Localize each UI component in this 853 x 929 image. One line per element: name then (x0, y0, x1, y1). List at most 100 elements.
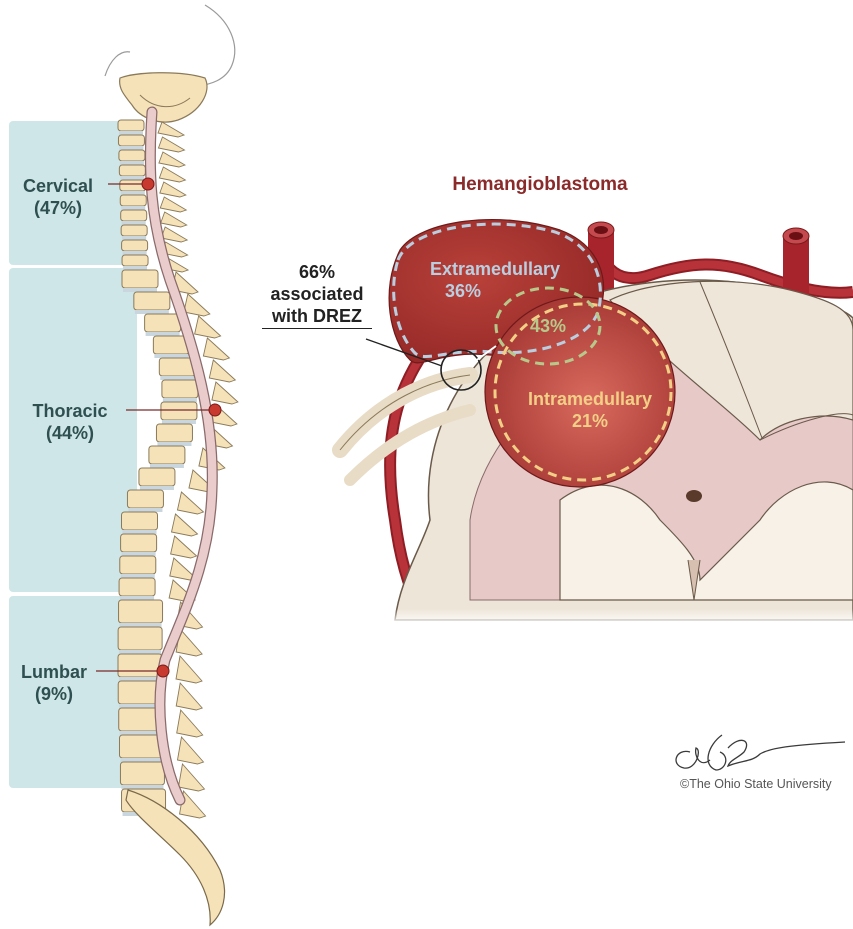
spinous-process (178, 764, 204, 791)
lumbar-name: Lumbar (14, 661, 94, 683)
intervertebral-disc (122, 530, 156, 534)
copyright-text: ©The Ohio State University (680, 773, 850, 795)
intervertebral-disc (150, 464, 184, 468)
vertebra (119, 150, 145, 161)
thoracic-marker-dot (209, 404, 221, 416)
intervertebral-disc (120, 758, 162, 762)
spinous-process (159, 152, 185, 167)
spinous-process (161, 212, 187, 227)
vertebra (119, 600, 163, 623)
intervertebral-disc (119, 677, 161, 681)
vertebra (118, 135, 144, 146)
cervical-percent: (47%) (12, 197, 104, 219)
intervertebral-disc (162, 420, 196, 424)
intervertebral-disc (123, 266, 147, 270)
spinous-process (177, 737, 203, 764)
vertebra (120, 556, 156, 574)
intervertebral-disc (163, 398, 197, 402)
intervertebral-disc (140, 486, 174, 490)
vertebra (120, 195, 146, 206)
spinous-process (159, 167, 185, 182)
sacrum (126, 790, 225, 925)
intervertebral-disc (121, 574, 155, 578)
thoracic-percent: (44%) (18, 422, 122, 444)
intervertebral-disc (120, 731, 162, 735)
thoracic-name: Thoracic (18, 400, 122, 422)
spinous-process (171, 536, 197, 558)
skull-base (120, 73, 207, 122)
vertebra (149, 446, 185, 464)
vertebra (121, 210, 147, 221)
spinous-process (212, 382, 238, 404)
intramedullary-name: Intramedullary (500, 388, 680, 410)
intramedullary-percent: 21% (500, 410, 680, 432)
vertebra (121, 225, 147, 236)
drez-line1: 66% (262, 261, 372, 283)
intervertebral-disc (135, 310, 169, 314)
intervertebral-disc (120, 161, 144, 165)
intervertebral-disc (120, 596, 154, 600)
intervertebral-disc (119, 650, 161, 654)
intervertebral-disc (121, 191, 145, 195)
vertebra (145, 314, 181, 332)
intervertebral-disc (121, 206, 145, 210)
vertebra (118, 627, 162, 650)
hemangioblastoma-title: Hemangioblastoma (420, 174, 660, 196)
vertebra (121, 512, 157, 530)
intervertebral-disc (123, 288, 157, 292)
intervertebral-disc (146, 332, 180, 336)
intervertebral-disc (154, 354, 188, 358)
artist-signature (676, 735, 845, 770)
spinous-process (158, 137, 184, 152)
spinous-process (203, 338, 229, 360)
spinous-process (177, 492, 203, 514)
extramedullary-percent: 36% (405, 280, 585, 302)
spinous-process (209, 360, 235, 382)
thoracic-label: Thoracic (44%) (18, 400, 122, 444)
spinous-process (160, 197, 186, 212)
intervertebral-disc (122, 552, 156, 556)
vertebra (139, 468, 175, 486)
spinous-process (158, 122, 184, 137)
intervertebral-disc (119, 131, 143, 135)
intervertebral-disc (122, 236, 146, 240)
intervertebral-disc (123, 251, 147, 255)
intervertebral-disc (157, 442, 191, 446)
vertebra (122, 240, 148, 251)
intervertebral-disc (128, 508, 162, 512)
vertebra (162, 380, 198, 398)
spinous-process (177, 710, 203, 737)
vertebra (122, 270, 158, 288)
drez-label: 66% associated with DREZ (262, 261, 372, 329)
intervertebral-disc (160, 376, 194, 380)
vertebra (127, 490, 163, 508)
lumbar-label: Lumbar (9%) (14, 661, 94, 705)
vertebra (121, 534, 157, 552)
vertebra (120, 762, 164, 785)
lumbar-marker-dot (157, 665, 169, 677)
extramedullary-label: Extramedullary 36% (405, 258, 585, 302)
extramedullary-name: Extramedullary (405, 258, 585, 280)
vertebra (156, 424, 192, 442)
spinous-process (161, 227, 187, 242)
intervertebral-disc (120, 176, 144, 180)
spinous-process (176, 683, 202, 710)
spinous-process (171, 514, 197, 536)
cervical-label: Cervical (47%) (12, 175, 104, 219)
intervertebral-disc (120, 623, 162, 627)
spinous-process (160, 182, 186, 197)
vertebra (118, 120, 144, 131)
vertebra (161, 402, 197, 420)
intervertebral-disc (122, 221, 146, 225)
spinous-process (176, 656, 202, 683)
vertebra (119, 578, 155, 596)
intervertebral-disc (119, 146, 143, 150)
spinous-process (195, 316, 221, 338)
overlap-label: 43% (508, 315, 588, 337)
vertebra (119, 165, 145, 176)
cervical-name: Cervical (12, 175, 104, 197)
intramedullary-label: Intramedullary 21% (500, 388, 680, 432)
intervertebral-disc (121, 785, 163, 789)
drez-line3: with DREZ (262, 305, 372, 329)
vertebra (122, 255, 148, 266)
